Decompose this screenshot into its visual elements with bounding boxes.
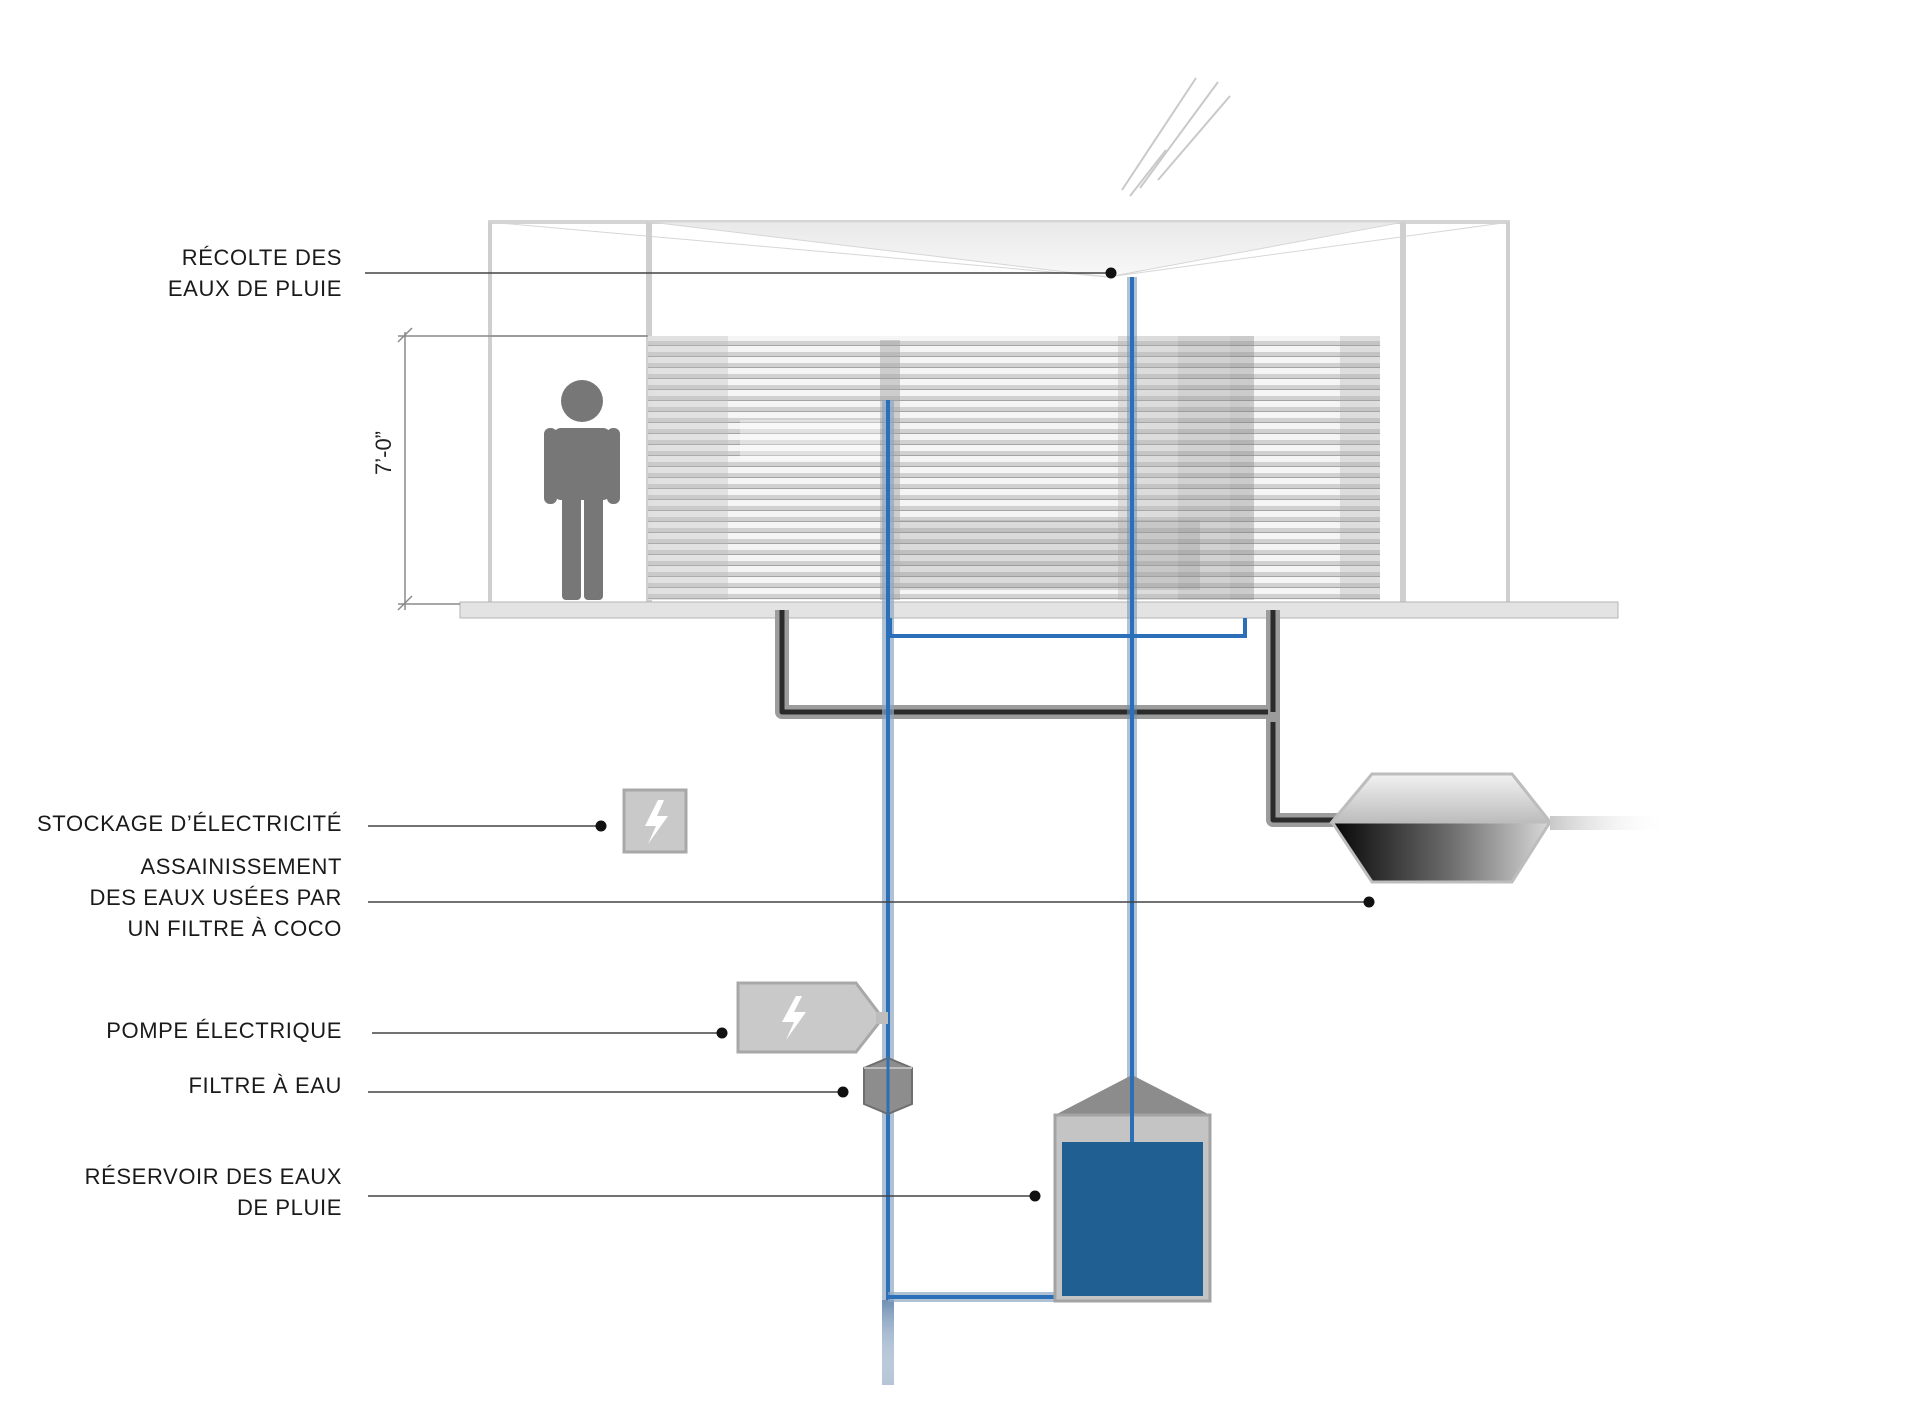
label-water-filter: FILTRE À EAU <box>189 1070 343 1101</box>
label-pump-line1: POMPE ÉLECTRIQUE <box>106 1018 342 1043</box>
label-wastewater-line1: ASSAINISSEMENT <box>140 854 342 879</box>
person-icon <box>544 380 620 600</box>
water-pipes <box>882 277 1247 1390</box>
height-dimension <box>397 327 648 611</box>
label-wastewater: ASSAINISSEMENT DES EAUX USÉES PAR UN FIL… <box>90 851 342 944</box>
electric-pump <box>736 981 888 1054</box>
floor-slab <box>459 601 1619 619</box>
wastewater-pipes <box>775 610 1340 827</box>
leader-lines <box>365 272 1368 1197</box>
label-wastewater-line3: UN FILTRE À COCO <box>127 916 342 941</box>
label-electricity-storage: STOCKAGE D’ÉLECTRICITÉ <box>37 808 342 839</box>
label-water-filter-line1: FILTRE À EAU <box>188 1073 342 1098</box>
label-rain-harvest-line1: RÉCOLTE DES <box>181 245 342 270</box>
lightning-icon <box>645 800 668 844</box>
louver-walls <box>648 336 1380 600</box>
label-rain-harvest-line2: EAUX DE PLUIE <box>167 276 342 301</box>
leader-dots <box>595 267 1375 1202</box>
coconut-filter <box>1328 772 1670 884</box>
label-tank-line1: RÉSERVOIR DES EAUX <box>84 1164 342 1189</box>
rain-lines <box>1121 77 1231 197</box>
label-pump: POMPE ÉLECTRIQUE <box>106 1015 342 1046</box>
label-wastewater-line2: DES EAUX USÉES PAR <box>89 885 342 910</box>
rain-tank <box>1053 1075 1212 1303</box>
label-electricity-storage-line1: STOCKAGE D’ÉLECTRICITÉ <box>37 811 342 836</box>
lightning-icon <box>782 996 806 1040</box>
battery-box <box>622 788 688 854</box>
height-dimension-label: 7’-0” <box>371 430 397 476</box>
label-tank-line2: DE PLUIE <box>236 1195 342 1220</box>
label-tank: RÉSERVOIR DES EAUX DE PLUIE <box>85 1161 342 1223</box>
water-filter <box>863 1056 913 1116</box>
label-rain-harvest: RÉCOLTE DES EAUX DE PLUIE <box>168 242 342 304</box>
